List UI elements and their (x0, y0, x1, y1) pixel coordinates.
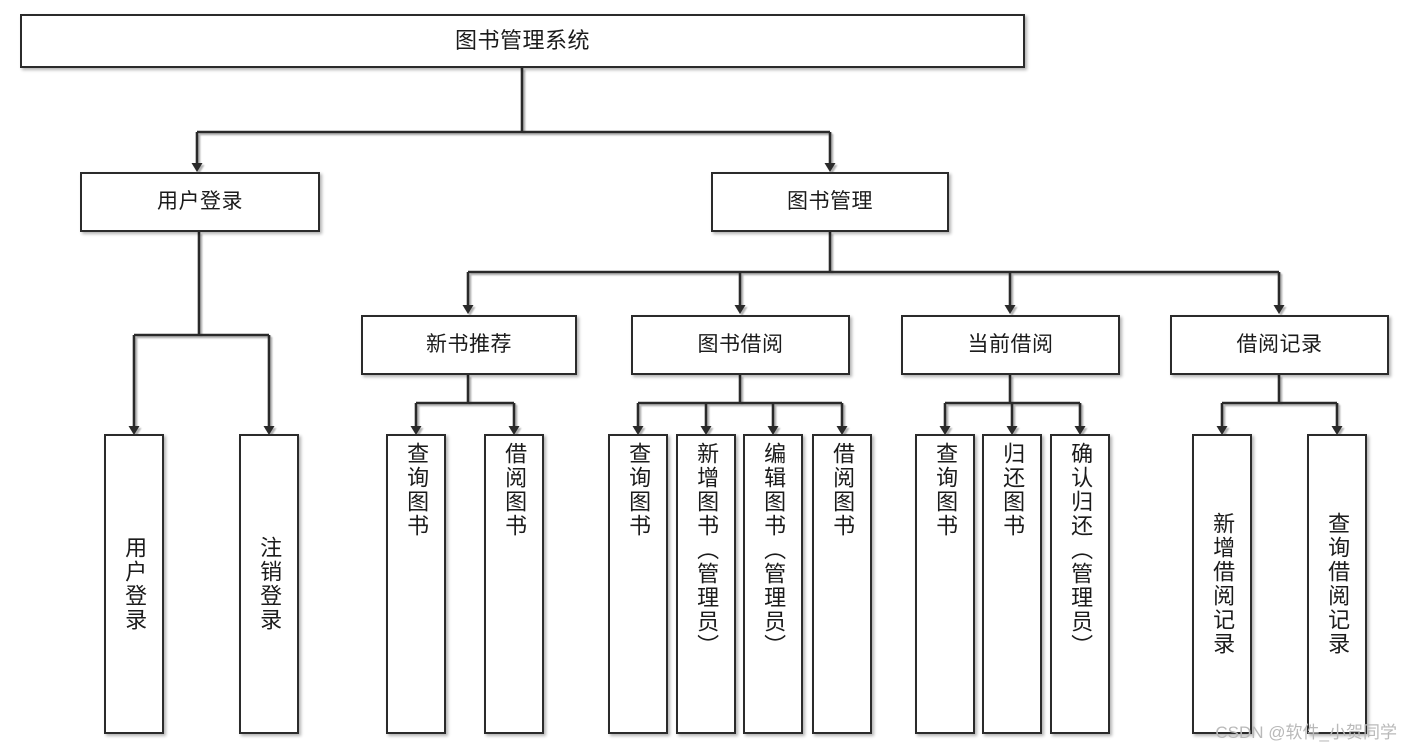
node-book-borrowing[interactable]: 图书借阅 (631, 315, 850, 375)
node-book-management[interactable]: 图书管理 (711, 172, 949, 232)
node-label: 借阅图书 (830, 442, 856, 538)
node-label: 新增图书（管理员） (694, 442, 720, 658)
node-label: 归还图书 (1000, 442, 1026, 538)
node-label: 借阅记录 (1236, 332, 1323, 356)
watermark-csdn: CSDN @软件_小贺同学 (1215, 723, 1397, 742)
node-label: 图书管理系统 (454, 28, 590, 54)
leaf-new-book-query[interactable]: 查询图书 (386, 434, 446, 734)
leaf-current-borrow-query[interactable]: 查询图书 (915, 434, 975, 734)
leaf-book-borrow-add-admin[interactable]: 新增图书（管理员） (676, 434, 736, 734)
leaf-current-borrow-return[interactable]: 归还图书 (982, 434, 1042, 734)
node-user-login[interactable]: 用户登录 (80, 172, 320, 232)
node-label: 新增借阅记录 (1210, 512, 1236, 656)
leaf-book-borrow-edit-admin[interactable]: 编辑图书（管理员） (743, 434, 803, 734)
node-label: 编辑图书（管理员） (761, 442, 787, 658)
node-new-book-recommendation[interactable]: 新书推荐 (361, 315, 577, 375)
node-label: 查询图书 (933, 442, 959, 538)
node-label: 注销登录 (257, 536, 283, 632)
leaf-book-borrow-borrow[interactable]: 借阅图书 (812, 434, 872, 734)
node-borrow-records[interactable]: 借阅记录 (1170, 315, 1389, 375)
node-label: 查询图书 (626, 442, 652, 538)
leaf-borrow-record-query[interactable]: 查询借阅记录 (1307, 434, 1367, 734)
node-label: 图书管理 (787, 189, 873, 213)
node-label: 查询图书 (404, 442, 430, 538)
leaf-user-login-login[interactable]: 用户登录 (104, 434, 164, 734)
node-label: 新书推荐 (426, 332, 512, 356)
node-label: 当前借阅 (967, 332, 1054, 356)
node-label: 用户登录 (157, 189, 243, 213)
node-label: 查询借阅记录 (1325, 512, 1351, 656)
leaf-new-book-borrow[interactable]: 借阅图书 (484, 434, 544, 734)
node-root-book-management-system[interactable]: 图书管理系统 (20, 14, 1025, 68)
node-label: 用户登录 (122, 536, 148, 632)
node-label: 借阅图书 (502, 442, 528, 538)
leaf-user-login-logout[interactable]: 注销登录 (239, 434, 299, 734)
leaf-current-borrow-confirm-return-admin[interactable]: 确认归还（管理员） (1050, 434, 1110, 734)
node-current-borrowing[interactable]: 当前借阅 (901, 315, 1120, 375)
node-label: 确认归还（管理员） (1068, 442, 1094, 658)
leaf-book-borrow-query[interactable]: 查询图书 (608, 434, 668, 734)
leaf-borrow-record-add[interactable]: 新增借阅记录 (1192, 434, 1252, 734)
node-label: 图书借阅 (697, 332, 784, 356)
